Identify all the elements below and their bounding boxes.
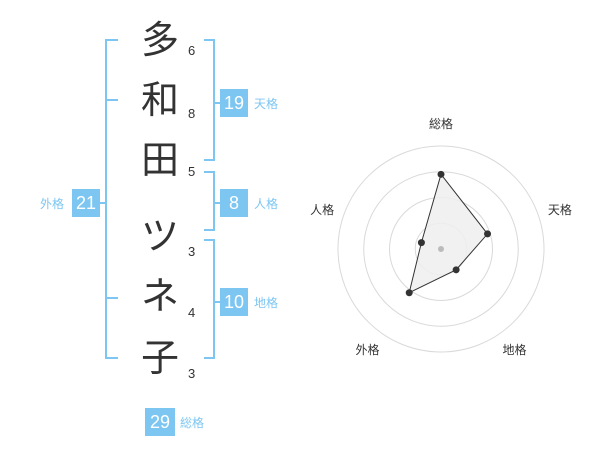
- radar-center-dot: [438, 246, 444, 252]
- stroke-count-1: 6: [188, 43, 196, 58]
- stroke-count-6: 3: [188, 366, 196, 381]
- gaikaku-badge: 21: [72, 189, 100, 217]
- name-char-1: 多: [140, 18, 179, 62]
- radar-axis-label-2: 天格: [547, 203, 572, 218]
- stroke-count-3: 5: [188, 164, 196, 179]
- radar-point-4: [405, 289, 413, 297]
- soukaku-badge: 29: [145, 408, 175, 436]
- radar-point-3: [452, 266, 460, 274]
- radar-point-5: [417, 239, 425, 247]
- radar-axis-label-3: 地格: [502, 343, 527, 358]
- stroke-count-2: 8: [188, 106, 196, 121]
- name-char-3: 田: [140, 138, 179, 182]
- jinkaku-bracket: [204, 171, 215, 231]
- soukaku-label: 総格: [180, 416, 205, 430]
- chikaku-badge: 10: [220, 288, 248, 316]
- name-char-2: 和: [140, 78, 179, 122]
- radar-axis-label-5: 人格: [310, 203, 335, 218]
- radar-series-polygon: [408, 173, 489, 294]
- chikaku-label: 地格: [254, 296, 279, 310]
- tenkaku-badge: 19: [220, 89, 248, 117]
- tenkaku-label: 天格: [254, 97, 279, 111]
- chikaku-bracket: [204, 239, 215, 359]
- gaikaku-bracket: [105, 39, 118, 359]
- name-char-5: ネ: [140, 274, 179, 318]
- jinkaku-label: 人格: [254, 197, 279, 211]
- radar-point-1: [437, 170, 445, 178]
- stroke-count-4: 3: [188, 244, 196, 259]
- tenkaku-bracket: [204, 39, 215, 161]
- jinkaku-badge: 8: [220, 189, 248, 217]
- name-char-6: 子: [140, 336, 179, 380]
- radar-point-2: [484, 230, 492, 238]
- radar-axis-label-4: 外格: [355, 343, 380, 358]
- radar-ring-4: [337, 145, 545, 353]
- radar-axis-label-1: 総格: [429, 117, 454, 131]
- name-char-4: ツ: [140, 214, 179, 258]
- stroke-count-5: 4: [188, 305, 196, 320]
- gaikaku-label: 外格: [40, 197, 65, 211]
